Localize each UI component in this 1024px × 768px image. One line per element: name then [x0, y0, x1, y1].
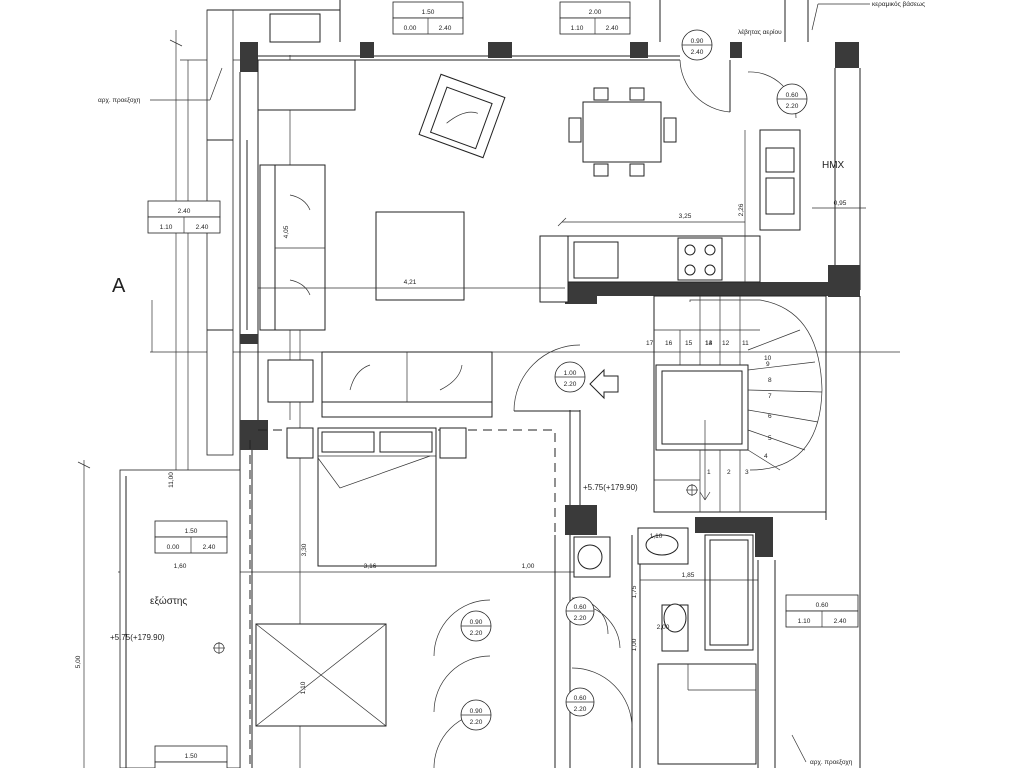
svg-text:1.10: 1.10 [160, 224, 173, 231]
window-tag-bottom: 1.50 [154, 745, 228, 768]
stair-step-17: 17 [646, 340, 654, 347]
existing-projection-left: αρχ. προεξοχη [98, 97, 141, 104]
svg-text:0.60: 0.60 [816, 602, 829, 609]
entry-arrow-icon [589, 368, 619, 400]
stair-step-11: 11 [742, 340, 749, 347]
section-marker-a: A [112, 275, 126, 297]
svg-text:2.40: 2.40 [196, 224, 209, 231]
dim-closet-depth: 1,10 [300, 681, 307, 694]
dim-bath-depth: 1,75 [631, 585, 638, 598]
svg-text:1.50: 1.50 [185, 753, 198, 760]
stair-step-9: 9 [766, 361, 770, 368]
hmx-label: HMX [822, 160, 845, 171]
window-tag-left-2: 1.50 0.00 2.40 [154, 520, 228, 554]
dim-sofa-length: 4,05 [283, 225, 290, 238]
dim-plan-height: 11,00 [168, 472, 175, 488]
svg-text:2.20: 2.20 [574, 706, 587, 713]
labels: A HMX εξώστης αρχ. προεξοχη αρχ. προεξοχ… [98, 0, 925, 766]
door-tag-entry: 1.00 2.20 [554, 361, 586, 393]
svg-text:0.00: 0.00 [404, 25, 417, 32]
stair-step-6: 6 [768, 413, 772, 420]
svg-text:2.40: 2.40 [439, 25, 452, 32]
window-tag-left-1: 2.40 1.10 2.40 [147, 200, 221, 234]
door-tag-wc-2: 0.60 2.20 [565, 687, 595, 717]
door-tag-bedroom: 0.90 2.20 [460, 610, 492, 642]
svg-text:2.00: 2.00 [589, 9, 602, 16]
dim-kitchen-depth: 2,26 [738, 203, 745, 216]
svg-text:2.20: 2.20 [564, 381, 577, 388]
door-tag-wc-1: 0.60 2.20 [565, 596, 595, 626]
dim-bedroom-width: 3,16 [364, 563, 377, 570]
svg-text:2.20: 2.20 [574, 615, 587, 622]
level-main: +5.75(+179.90) [583, 483, 638, 492]
level-balcony: +5.75(+179.90) [110, 633, 165, 642]
staircase: 1 2 3 4 5 6 7 8 9 10 11 12 13 14 15 16 1… [646, 295, 827, 513]
stair-step-4: 4 [764, 453, 768, 460]
balcony-label: εξώστης [150, 595, 187, 607]
door-tag-top: 0.90 2.40 [681, 29, 713, 61]
svg-text:2.20: 2.20 [470, 719, 483, 726]
window-tag-right: 0.60 1.10 2.40 [785, 594, 859, 628]
dim-wc-width: 2,00 [657, 624, 670, 631]
door-tag-closet: 0.90 2.20 [460, 699, 492, 731]
stair-step-3: 3 [745, 469, 749, 476]
svg-text:2.40: 2.40 [203, 544, 216, 551]
stair-step-10: 10 [764, 355, 772, 362]
svg-text:0.60: 0.60 [786, 92, 799, 99]
dim-lower-height: 5,00 [75, 655, 82, 668]
stair-step-2: 2 [727, 469, 731, 476]
svg-text:2.40: 2.40 [606, 25, 619, 32]
svg-text:1.50: 1.50 [185, 528, 198, 535]
stair-step-16: 16 [665, 340, 673, 347]
stair-step-7: 7 [768, 393, 772, 400]
svg-text:1.10: 1.10 [798, 618, 811, 625]
svg-text:2.40: 2.40 [178, 208, 191, 215]
svg-text:2.40: 2.40 [834, 618, 847, 625]
dim-sink: 1,10 [650, 533, 663, 540]
dim-bedroom-depth: 3,30 [301, 543, 308, 556]
window-tag-top-1: 1.50 0.00 2.40 [392, 1, 464, 35]
stair-step-8: 8 [768, 377, 772, 384]
top-right-label: κεραμικός βάσεως [872, 0, 925, 8]
svg-text:0.90: 0.90 [691, 38, 704, 45]
dim-balcony-width: 1,60 [174, 563, 187, 570]
furniture [255, 13, 801, 765]
svg-text:0.60: 0.60 [574, 695, 587, 702]
dim-corridor-width: 1,00 [522, 563, 535, 570]
svg-text:0.90: 0.90 [470, 708, 483, 715]
svg-text:2.20: 2.20 [786, 103, 799, 110]
svg-text:0.00: 0.00 [167, 544, 180, 551]
svg-text:1.10: 1.10 [571, 25, 584, 32]
svg-text:2.40: 2.40 [691, 49, 704, 56]
stair-step-13: 13 [705, 340, 713, 347]
window-tags: 1.50 0.00 2.40 2.00 1.10 2.40 2.40 1.10 … [147, 1, 859, 768]
svg-text:0.60: 0.60 [574, 604, 587, 611]
stair-step-1: 1 [707, 469, 711, 476]
dim-living-width: 4,21 [404, 279, 417, 286]
window-tag-top-2: 2.00 1.10 2.40 [559, 1, 631, 35]
dim-hmx-width: 0,95 [834, 200, 847, 207]
stair-step-15: 15 [685, 340, 693, 347]
stair-step-14: 14 [705, 340, 713, 347]
existing-projection-right: αρχ. προεξοχη [810, 759, 853, 766]
internal-dimensions: 4,21 3,25 2,26 0,95 4,05 3,16 3,30 1,00 … [75, 130, 866, 694]
door-tags: 1.00 2.20 0.90 2.40 0.60 2.20 0.90 2.20 … [460, 29, 808, 731]
dim-bath-width: 1,85 [682, 572, 695, 579]
boiler-label: λέβητας αερίου [738, 28, 782, 36]
walls [119, 0, 861, 768]
stair-step-5: 5 [768, 435, 772, 442]
svg-text:1.00: 1.00 [564, 370, 577, 377]
svg-text:2.20: 2.20 [470, 630, 483, 637]
stair-step-12: 12 [722, 340, 730, 347]
door-swings [433, 59, 797, 768]
svg-text:0.90: 0.90 [470, 619, 483, 626]
door-tag-kitchen: 0.60 2.20 [776, 83, 808, 115]
svg-text:1.50: 1.50 [422, 9, 435, 16]
dim-kitchen-width: 3,25 [679, 213, 692, 220]
dim-wc-door: 1,00 [631, 638, 638, 651]
